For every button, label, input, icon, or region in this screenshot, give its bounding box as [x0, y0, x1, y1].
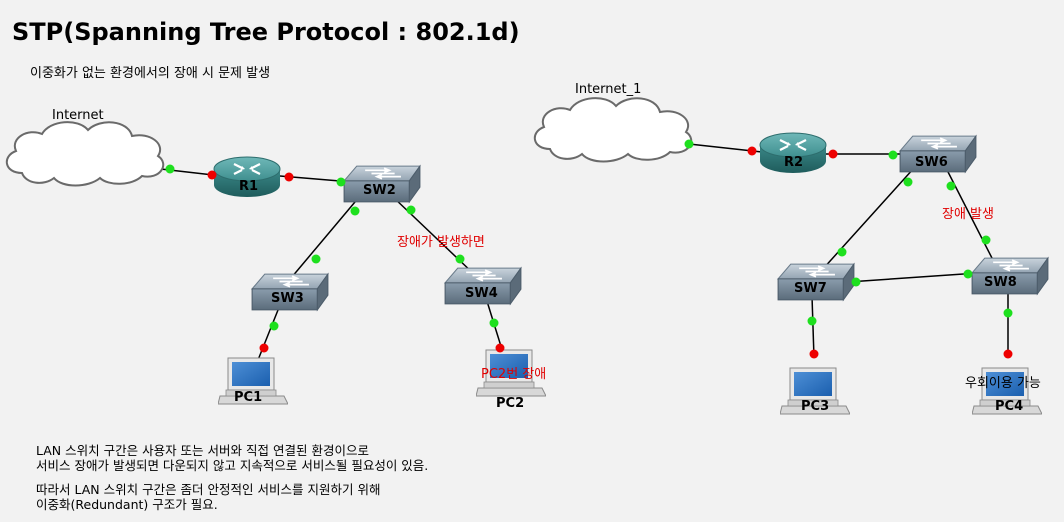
page-title: STP(Spanning Tree Protocol : 802.1d)	[12, 18, 520, 46]
link-sw7-sw8	[847, 272, 979, 283]
link-sw6-sw7	[821, 167, 915, 271]
page-subtitle: 이중화가 없는 환경에서의 장애 시 문제 발생	[30, 66, 270, 81]
left-topology: Internet R1 SW2 SW3 SW4 PC1 PC2 장애가 발생하면…	[5, 108, 546, 411]
link-up-dot	[946, 181, 956, 191]
pc-label-pc3: PC3	[801, 399, 829, 414]
notes: LAN 스위치 구간은 사용자 또는 서버와 직접 연결된 환경이으로 서비스 …	[36, 443, 428, 512]
link-up-dot	[851, 277, 861, 287]
link-up-dot	[350, 206, 360, 216]
left-status-dots	[165, 164, 505, 353]
switch-label-sw6: SW6	[915, 155, 948, 170]
pc-label-pc2: PC2	[496, 396, 524, 411]
link-up-dot	[165, 164, 175, 174]
link-up-dot	[406, 205, 416, 215]
link-up-dot	[1003, 308, 1013, 318]
link-up-dot	[807, 316, 817, 326]
link-up-dot	[963, 269, 973, 279]
link-up-dot	[888, 150, 898, 160]
fault-pc-label: PC2번 장애	[481, 367, 546, 382]
right-topology: Internet_1 R2 SW6 SW7 SW8 PC3 PC4 장애 발생 …	[533, 82, 1049, 415]
link-sw2-sw3	[285, 195, 361, 285]
left-links	[151, 167, 505, 361]
right-status-dots	[684, 139, 1013, 359]
switch-label-sw2: SW2	[363, 183, 396, 198]
link-down-dot	[495, 343, 505, 353]
fault-link-label: 장애가 발생하면	[397, 235, 485, 250]
link-up-dot	[837, 247, 847, 257]
link-up-dot	[311, 254, 321, 264]
note-line-2: 서비스 장애가 발생되면 다운되지 않고 지속적으로 서비스될 필요성이 있음.	[36, 458, 428, 473]
switch-label-sw7: SW7	[794, 281, 827, 296]
cloud-icon	[533, 97, 693, 163]
link-up-dot	[903, 177, 913, 187]
pc-label-pc1: PC1	[234, 390, 262, 405]
link-down-dot	[1003, 349, 1013, 359]
link-up-dot	[336, 177, 346, 187]
link-sw7-pc3	[811, 295, 815, 359]
pc-label-pc4: PC4	[995, 399, 1023, 414]
link-up-dot	[981, 235, 991, 245]
cloud-icon	[5, 121, 165, 187]
cloud-label: Internet_1	[575, 82, 641, 97]
switch-label-sw3: SW3	[271, 291, 304, 306]
router-label: R1	[239, 179, 258, 194]
link-down-dot	[747, 146, 757, 156]
link-up-dot	[269, 321, 279, 331]
router-label: R2	[784, 155, 803, 170]
note-line-1: LAN 스위치 구간은 사용자 또는 서버와 직접 연결된 환경이으로	[36, 443, 369, 458]
note-line-3: 따라서 LAN 스위치 구간은 좀더 안정적인 서비스를 지원하기 위해	[36, 482, 380, 497]
link-down-dot	[207, 170, 217, 180]
link-up-dot	[489, 318, 499, 328]
switch-label-sw4: SW4	[465, 286, 498, 301]
bypass-label: 우회이용 가능	[965, 376, 1041, 391]
link-down-dot	[828, 149, 838, 159]
link-up-dot	[684, 139, 694, 149]
link-down-dot	[809, 349, 819, 359]
link-up-dot	[455, 254, 465, 264]
note-line-4: 이중화(Redundant) 구조가 필요.	[36, 497, 218, 512]
link-down-dot	[259, 343, 269, 353]
fault-link-label: 장애 발생	[942, 207, 994, 222]
link-down-dot	[284, 172, 294, 182]
cloud-label: Internet	[52, 108, 104, 123]
switch-label-sw8: SW8	[984, 275, 1017, 290]
